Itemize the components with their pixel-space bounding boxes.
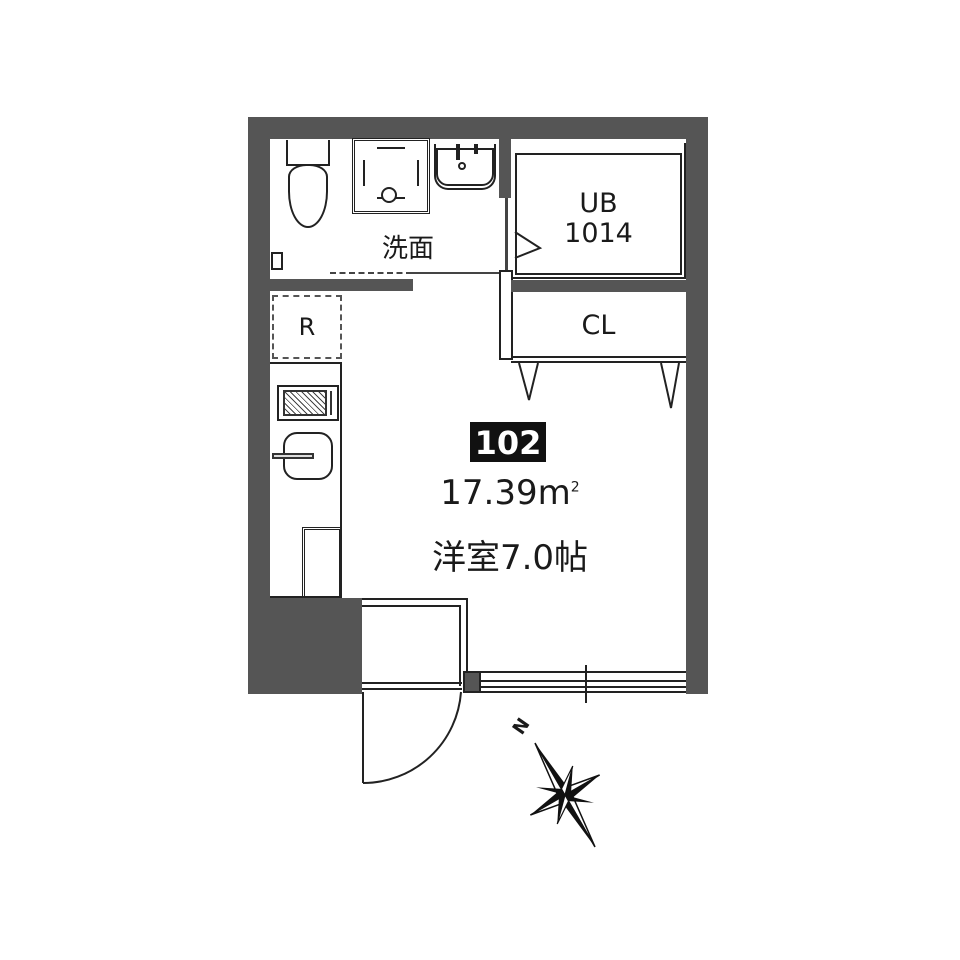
washroom-sliding-door [330,272,412,274]
wall-fixture-icon [271,252,283,270]
ub-door-frame [505,198,508,270]
unit-bath-outer [511,143,686,279]
washroom-door-track [412,272,504,274]
unit-bath: UB 1014 [515,153,682,275]
entrance-threshold [362,682,462,690]
kitchen-counter [270,362,342,598]
wash-basin-icon [434,140,498,192]
washing-machine-pan-icon [352,138,430,214]
stove-icon [277,385,339,421]
window[interactable] [481,665,686,703]
shoe-cabinet [302,527,342,597]
area-value: 17.39 [440,473,538,513]
area-unit: m [537,473,571,513]
unit-bath-label: UB [579,188,618,219]
washroom-partition-wall [270,279,413,291]
entrance-frame-inner [362,605,461,686]
ub-door-post [499,270,513,360]
washroom-label: 洗面 [382,234,435,264]
entrance-frame [362,598,468,686]
outer-wall-right [686,117,708,694]
closet: CL [511,292,686,358]
area-unit-superscript: 2 [570,479,580,496]
unit-number: 102 [474,424,542,462]
unit-number-badge: 102 [470,422,546,462]
faucet-icon [272,453,314,459]
refrigerator-space: R [272,295,342,359]
outer-wall-top [248,117,708,139]
door-post [463,671,481,693]
closet-door-line [511,361,686,363]
unit-bath-size-label: 1014 [564,218,633,249]
room-type-label: 洋室7.0帖 [431,538,589,578]
closet-label: CL [581,310,616,341]
ub-partition-wall [499,138,511,198]
entrance-wall-block [248,598,362,694]
area-info: 17.39m2 [430,473,590,513]
refrigerator-label: R [298,313,316,341]
toilet-icon [286,140,330,230]
ub-cl-wall [511,280,686,292]
outer-wall-left [248,117,270,694]
